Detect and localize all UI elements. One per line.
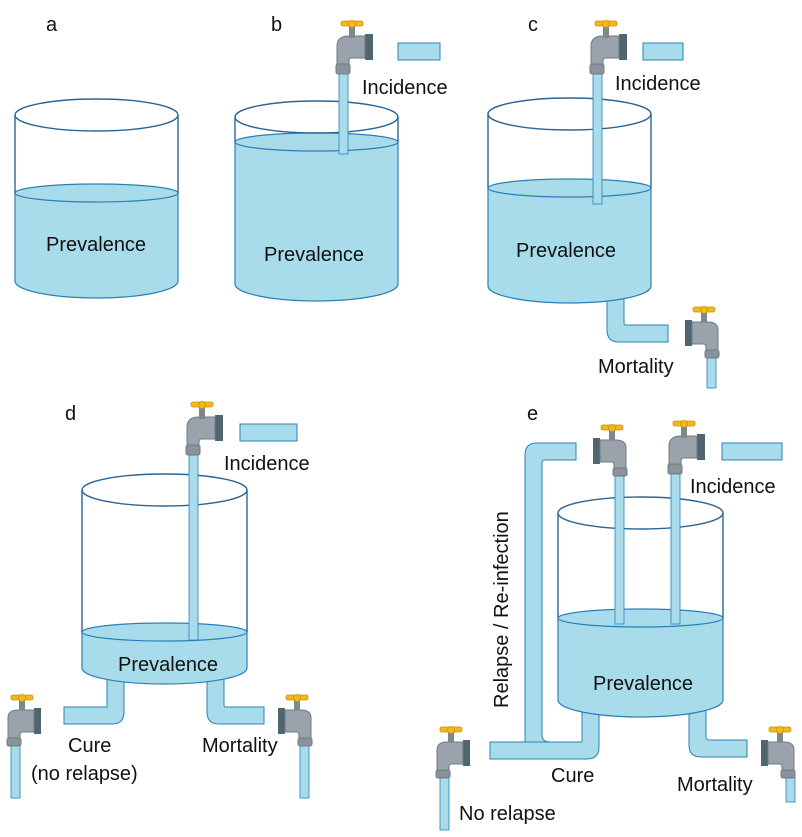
cure-pipe-e: [489, 704, 600, 760]
incidence-label-d: Incidence: [224, 453, 310, 475]
incidence-stream-b: [338, 71, 349, 155]
mortality-tap-icon-d: [277, 694, 313, 747]
prevalence-label-b: Prevalence: [264, 244, 364, 266]
incidence-stream-e: [670, 469, 681, 625]
relapse-label-e: Relapse / Re-infection: [491, 511, 513, 708]
mortality-pipe-e: [688, 704, 748, 758]
incidence-label-c: Incidence: [615, 73, 701, 95]
cure-label-d: Cure: [68, 735, 111, 757]
cure-tap-icon-d: [6, 694, 42, 747]
relapse-pipe-e: [524, 442, 583, 760]
incidence-stream-c: [592, 71, 603, 205]
mortality-pipe-d: [206, 671, 265, 725]
relapse-tap-icon-e: [592, 424, 628, 477]
inlet-pipe-c: [642, 42, 684, 61]
inlet-pipe-d: [239, 423, 298, 442]
panel-letter-e: e: [527, 403, 538, 425]
cure-pipe-d: [63, 671, 125, 725]
inlet-pipe-b: [397, 42, 441, 61]
prevalence-label-c: Prevalence: [516, 240, 616, 262]
panel-letter-a: a: [46, 14, 58, 36]
no-relapse-tap-icon-e: [435, 726, 471, 779]
prevalence-label-e: Prevalence: [593, 673, 693, 695]
panel-d: d Incidence Prevalence Cure (no relapse)…: [6, 401, 313, 799]
prevalence-label-a: Prevalence: [46, 234, 146, 256]
panel-letter-b: b: [271, 14, 282, 36]
prevalence-label-d: Prevalence: [118, 654, 218, 676]
panel-a: a Prevalence: [14, 14, 179, 299]
panel-e: e Incidence Relapse / Re-infection Preva…: [435, 403, 796, 831]
cure-stream-d: [10, 739, 21, 799]
incidence-tap-icon-e: [667, 420, 706, 475]
no-relapse-label-e: No relapse: [459, 803, 556, 825]
cure-label-e: Cure: [551, 765, 594, 787]
mortality-tap-icon-e: [760, 726, 796, 779]
mortality-label-d: Mortality: [202, 735, 278, 757]
drain-tap-icon-c: [684, 306, 720, 359]
panel-letter-d: d: [65, 403, 76, 425]
panel-c: c Incidence Prevalence Mortality: [487, 14, 720, 389]
incidence-stream-d: [188, 452, 199, 641]
tank-e: [557, 496, 724, 718]
drain-pipe-c: [606, 289, 669, 343]
incidence-label-b: Incidence: [362, 77, 448, 99]
tap-icon-c: [589, 20, 628, 75]
inlet-pipe-e: [721, 442, 783, 461]
mortality-label-e: Mortality: [677, 774, 753, 796]
tap-icon-d: [185, 401, 224, 456]
no-relapse-label-d: (no relapse): [31, 763, 138, 785]
mortality-stream-d: [299, 739, 310, 799]
panel-b: b Incidence Prevalence: [234, 14, 448, 302]
tank-d: [81, 473, 248, 685]
tank-a: [14, 98, 179, 299]
tank-c: [487, 97, 652, 304]
relapse-stream-e: [614, 469, 625, 625]
panel-letter-c: c: [528, 14, 538, 36]
tap-icon-b: [335, 20, 374, 75]
incidence-label-e: Incidence: [690, 476, 776, 498]
mortality-label-c: Mortality: [598, 356, 674, 378]
tank-b: [234, 100, 399, 302]
no-relapse-stream-e: [439, 771, 450, 831]
